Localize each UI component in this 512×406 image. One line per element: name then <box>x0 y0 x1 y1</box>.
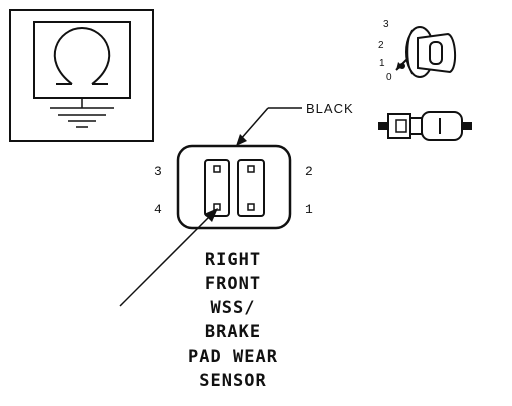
pin-cavity-3 <box>213 165 221 173</box>
key-position-1: 1 <box>379 58 385 69</box>
wire-color-leader <box>236 107 302 146</box>
pin-label-3: 3 <box>154 164 162 179</box>
component-name-line-5: PAD WEAR <box>188 347 278 367</box>
connector-face <box>176 144 292 230</box>
pin-label-4: 4 <box>154 202 162 217</box>
component-leader-arrow <box>119 208 218 307</box>
pin-label-1: 1 <box>305 202 313 217</box>
component-name-line-1: RIGHT <box>205 250 261 270</box>
component-name-line-4: BRAKE <box>205 322 261 342</box>
pin-cavity-2 <box>247 165 255 173</box>
component-name-line-2: FRONT <box>205 274 261 294</box>
pin-cavity-1 <box>247 203 255 211</box>
key-position-3: 3 <box>383 19 389 30</box>
connector-side-view-icon <box>378 111 472 141</box>
key-position-0: 0 <box>386 72 392 83</box>
ignition-key-icon: 3 2 1 0 <box>378 19 456 83</box>
key-position-2: 2 <box>378 40 384 51</box>
ground-symbol-icon <box>9 9 154 142</box>
pin-label-2: 2 <box>305 164 313 179</box>
component-name: RIGHT FRONT WSS/ BRAKE PAD WEAR SENSOR <box>188 250 278 391</box>
wire-color-label: BLACK <box>306 101 354 116</box>
component-name-line-3: WSS/ <box>211 298 256 318</box>
component-name-line-6: SENSOR <box>199 371 266 391</box>
